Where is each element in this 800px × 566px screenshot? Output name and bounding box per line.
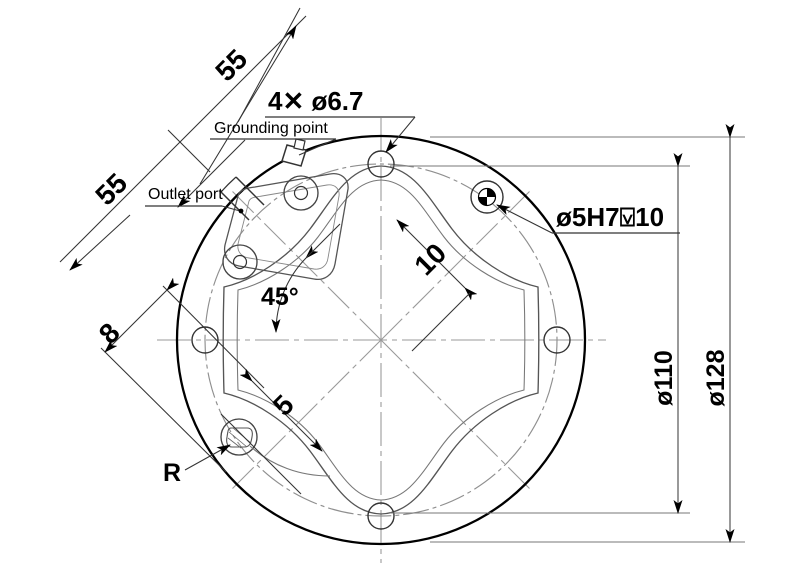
dim-10-ext: [411, 292, 471, 352]
dim-radius-R-text: R: [163, 459, 181, 487]
bracket-boss-lower: [222, 244, 258, 280]
dim-45-arc: [271, 245, 319, 333]
mounting-holes: [191, 150, 571, 530]
dim-45-leader: [305, 223, 341, 259]
centerline-diagonal-45: [380, 187, 534, 341]
bracket-rim-inner: [237, 184, 340, 270]
grounding-tab-stud: [293, 138, 306, 151]
leader-4x-line: [385, 116, 416, 153]
dim-10-group: [396, 219, 478, 352]
dowel-hole-outline: [470, 180, 504, 214]
leader-outlet-port: [145, 205, 244, 214]
bracket-boss-lower-bore: [232, 254, 248, 270]
leader-outlet-line: [221, 205, 241, 212]
dim-55-upper-text: 55: [209, 43, 253, 87]
note-outlet-port-text: Outlet port: [148, 186, 223, 203]
radius-slot-hatch-c: [227, 437, 242, 449]
grounding-tab: [281, 138, 307, 167]
dowel-hole-group: [470, 180, 504, 214]
leader-R-line: [184, 444, 231, 471]
leader-outlet-dot: [238, 208, 244, 214]
dim-45-deg-text: 45°: [261, 283, 299, 311]
dim-5h7-depth-text: ø5H7⍌10: [556, 202, 664, 232]
rib-edge-a: [235, 176, 265, 206]
rib-arc: [220, 176, 237, 193]
dim-55-arrow-upper: [199, 25, 297, 185]
mounting-hole-left: [191, 326, 219, 354]
dim-55-lower-text: 55: [89, 167, 133, 211]
leader-grounding-line: [298, 138, 337, 156]
dim-8-line: [104, 277, 180, 353]
dim-5-ext-a: [220, 413, 302, 495]
outlet-port-rib: [220, 176, 265, 221]
dim-45-group: [271, 223, 341, 333]
bracket-boss-upper: [283, 175, 319, 211]
bolt-circle-pitch: [204, 163, 558, 517]
leader-5h7-line: [496, 204, 553, 234]
dim-8-ext-b: [100, 347, 227, 473]
radius-slot-feature: [220, 418, 331, 477]
inner-offset-contour: [236, 179, 526, 501]
note-grounding-point-text: Grounding point: [214, 120, 328, 137]
dim-5-text: 5: [267, 389, 300, 422]
radius-slot-hatch-a: [228, 431, 248, 448]
dim-55-arrow-lower: [69, 214, 131, 271]
centerline-diagonal-315: [380, 339, 534, 493]
mounting-hole-top: [367, 150, 395, 178]
inner-lobed-contour: [222, 165, 540, 515]
dim-8-text: 8: [93, 317, 126, 350]
dim-4x-6p7-text: 4✕ ø6.7: [268, 86, 364, 116]
leader-grounding-point: [210, 138, 337, 156]
dim-dia-128-text: ø128: [702, 349, 730, 406]
dim-5-group: [220, 368, 323, 495]
dim-55-extension-outer: [59, 15, 307, 263]
leader-5h7: [496, 204, 680, 234]
dowel-hole-quadrant-fill-b: [478, 197, 487, 206]
leader-radius-R: [184, 444, 231, 471]
dim-55-ext-end: [237, 7, 301, 123]
dim-55-chain: [59, 7, 307, 271]
centerline-diagonal-135: [228, 187, 382, 341]
rib-edge-b: [220, 191, 250, 221]
centerline-diagonal-225: [228, 339, 382, 493]
dim-5-line: [239, 368, 323, 452]
mounting-hole-right: [543, 326, 571, 354]
dowel-hole-quadrant-fill-a: [487, 188, 496, 197]
dim-55-ext-mid: [167, 129, 211, 173]
dim-55-arrow-upper-back: [177, 139, 246, 208]
diameter-dimension-lines: [390, 124, 745, 543]
dim-10-line: [396, 219, 478, 301]
mounting-hole-bottom: [367, 502, 395, 530]
bracket-body-outline: [223, 173, 349, 281]
bracket-boss-upper-bore: [293, 185, 309, 201]
dim-dia-110-text: ø110: [650, 350, 678, 406]
leader-4x-6p7: [265, 116, 416, 153]
